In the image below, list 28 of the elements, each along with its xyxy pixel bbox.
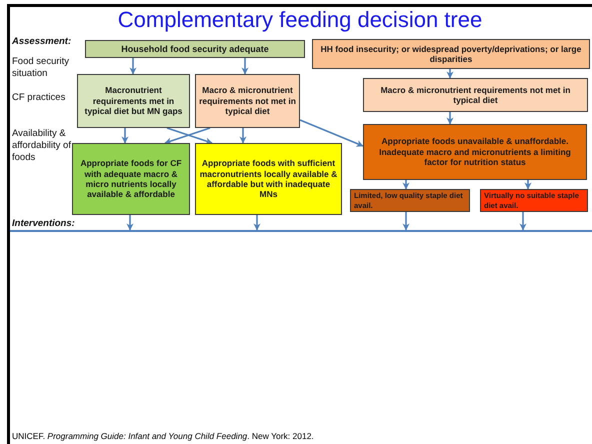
section-heading: Assessment: <box>12 36 72 48</box>
section-heading: Interventions: <box>12 218 76 230</box>
arrow <box>254 215 260 230</box>
row-label: CF practices <box>12 92 66 104</box>
arrow <box>520 212 526 230</box>
decision-box: Macro & micronutrient requirements not met in typical diet <box>195 74 300 128</box>
decision-box: Macro & micronutrient requirements not met in typical diet <box>363 78 588 112</box>
decision-box: Appropriate foods for CF with adequate macro & micro nutrients locally available & affordable <box>72 143 190 215</box>
arrow <box>524 180 532 190</box>
arrow <box>130 58 136 74</box>
decision-box: Macronutrient requirements met in typical diet but MN gaps <box>77 74 190 128</box>
arrow <box>126 215 134 230</box>
decision-box: HH food insecurity; or widespread poverty/deprivations; or large disparities <box>312 39 590 69</box>
arrow <box>446 69 454 78</box>
title: Complementary feeding decision tree <box>116 7 484 33</box>
decision-box: Appropriate foods unavailable & unaffordable. Inadequate macro and micronutrients a limiting factor for nutrition status <box>363 124 587 180</box>
arrow <box>122 128 128 144</box>
arrow <box>402 180 410 190</box>
arrow <box>300 119 364 147</box>
row-label: Availability & affordability of foods <box>12 128 72 164</box>
arrow <box>242 58 248 74</box>
decision-box: Household food security adequate <box>85 40 305 58</box>
citation: UNICEF. Programming Guide: Infant and Young Child Feeding. New York: 2012. <box>12 431 314 441</box>
arrow <box>402 212 410 230</box>
arrow <box>240 128 246 144</box>
decision-box: Appropriate foods with sufficient macronutrients locally available & affordable but with inadequate MNs <box>195 143 342 215</box>
row-label: Food security situation <box>12 56 70 80</box>
arrow <box>446 112 454 124</box>
